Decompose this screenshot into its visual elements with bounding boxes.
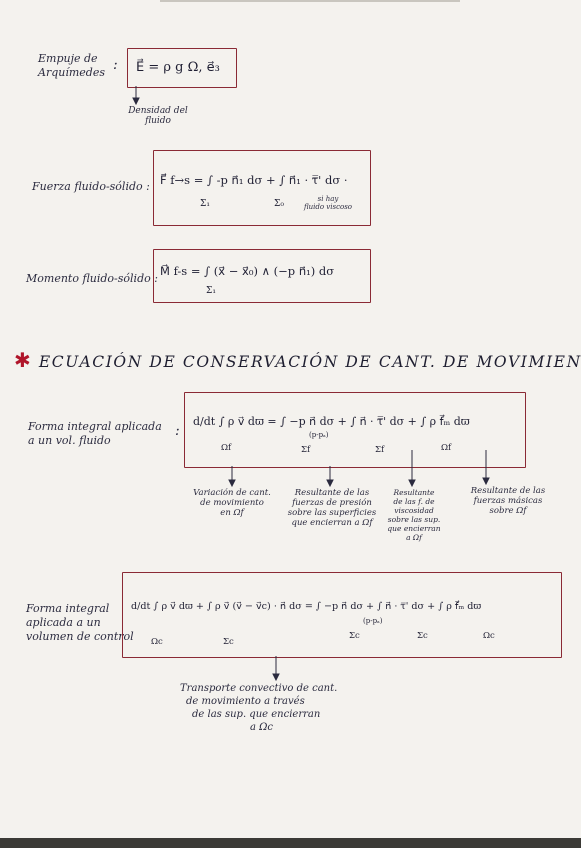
empuje-note-line1: Densidad del	[128, 106, 188, 116]
momento-equation-box: M⃗ f-s = ∫ (x⃗ − x⃗₀) ∧ (−p n⃗₁) dσ Σ₁	[153, 249, 371, 303]
empuje-note-line2: fluido	[145, 116, 171, 126]
forma-fluido-equation: d/dt ∫ ρ v⃗ dϖ = ∫ −p n⃗ dσ + ∫ n⃗ · τ̿'…	[193, 415, 470, 428]
fuerza-note-line2: fluido viscoso	[303, 203, 353, 211]
forma-control-sub-3: Σc	[349, 631, 360, 641]
forma-control-note: Transporte convectivo de cant. de movimi…	[180, 682, 380, 734]
forma-fluido-note-4-line2: fuerzas másicas	[473, 496, 543, 506]
fuerza-equation: F⃗ f→s = ∫ -p n⃗₁ dσ + ∫ n⃗₁ · τ̿' dσ ·	[160, 173, 348, 187]
forma-fluido-colon: :	[175, 423, 180, 439]
forma-fluido-note-3: Resultante de las f. de viscosidad sobre…	[378, 488, 450, 542]
empuje-arrow-head	[132, 97, 140, 106]
forma-fluido-sub-2: Σf	[301, 445, 311, 455]
forma-fluido-label-line1: Forma integral aplicada	[28, 420, 162, 433]
empuje-equation: E⃗ = ρ g Ω, e⃗₃	[136, 60, 220, 75]
momento-sub-1: Σ₁	[206, 286, 216, 296]
forma-control-note-line2: de movimiento a través	[186, 696, 305, 707]
forma-fluido-note-2-line4: que encierran a Ωf	[291, 518, 373, 528]
forma-fluido-arrow-3-head	[408, 479, 416, 488]
forma-fluido-note-2-line1: Resultante de las	[294, 488, 370, 498]
forma-fluido-sub-1: Ωf	[221, 443, 232, 453]
forma-control-label-line2: aplicada a un	[26, 616, 101, 629]
forma-control-label: Forma integral aplicada a un volumen de …	[26, 602, 134, 644]
forma-fluido-label: Forma integral aplicada a un vol. fluido	[28, 420, 162, 448]
forma-fluido-note-2-line3: sobre las superficies	[287, 508, 377, 518]
empuje-equation-box: E⃗ = ρ g Ω, e⃗₃	[127, 48, 237, 88]
momento-label: Momento fluido-sólido :	[26, 272, 158, 285]
forma-fluido-equation-box: d/dt ∫ ρ v⃗ dϖ = ∫ −p n⃗ dσ + ∫ n⃗ · τ̿'…	[184, 392, 526, 468]
forma-fluido-sub-4: Ωf	[441, 443, 452, 453]
forma-fluido-note-1: Variación de cant. de movimiento en Ωf	[186, 488, 278, 518]
forma-control-sub-3b: (p-pₐ)	[363, 617, 383, 625]
forma-fluido-note-3-line5: que encierran	[387, 524, 441, 533]
forma-fluido-note-3-line6: a Ωf	[406, 533, 422, 542]
heading-star-icon: ✱	[14, 348, 33, 372]
fuerza-sub-2: Σ₀	[274, 199, 284, 209]
fuerza-label: Fuerza fluido-sólido :	[32, 180, 150, 193]
empuje-label-line2: Arquímedes	[38, 66, 105, 79]
page-bottom-edge	[0, 838, 581, 848]
section-heading: ✱ ECUACIÓN DE CONSERVACIÓN DE CANT. DE M…	[14, 348, 581, 372]
forma-control-note-line3: de las sup. que encierran	[192, 709, 321, 720]
forma-fluido-note-1-line2: de movimiento	[200, 498, 264, 508]
forma-control-sub-2: Σc	[223, 637, 234, 647]
forma-control-arrow-head	[272, 673, 280, 682]
forma-fluido-note-3-line4: sobre las sup.	[387, 515, 441, 524]
forma-control-sub-5: Ωc	[483, 631, 495, 641]
forma-fluido-note-3-line3: viscosidad	[394, 506, 434, 515]
empuje-label: Empuje de Arquímedes	[38, 52, 105, 80]
momento-equation: M⃗ f-s = ∫ (x⃗ − x⃗₀) ∧ (−p n⃗₁) dσ	[160, 264, 335, 278]
forma-fluido-sub-2b: (p-pₐ)	[309, 431, 329, 439]
forma-fluido-note-3-line1: Resultante	[393, 488, 435, 497]
forma-fluido-arrow-4-head	[482, 477, 490, 486]
forma-fluido-note-2-line2: fuerzas de presión	[292, 498, 372, 508]
forma-fluido-note-1-line3: en Ωf	[220, 508, 244, 518]
forma-control-label-line3: volumen de control	[26, 630, 134, 643]
forma-control-sub-1: Ωc	[151, 637, 163, 647]
empuje-colon: :	[113, 57, 118, 73]
forma-fluido-label-line2: a un vol. fluido	[28, 434, 111, 447]
forma-fluido-sub-3: Σf	[375, 445, 385, 455]
forma-fluido-note-4-line3: sobre Ωf	[489, 506, 527, 516]
forma-control-label-line1: Forma integral	[26, 602, 110, 615]
forma-control-sub-4: Σc	[417, 631, 428, 641]
forma-fluido-note-1-line1: Variación de cant.	[193, 488, 271, 498]
forma-fluido-arrow-2-head	[326, 479, 334, 488]
fuerza-equation-box: F⃗ f→s = ∫ -p n⃗₁ dσ + ∫ n⃗₁ · τ̿' dσ · …	[153, 150, 371, 226]
forma-fluido-note-3-line2: de las f. de	[393, 497, 435, 506]
forma-fluido-note-4: Resultante de las fuerzas másicas sobre …	[456, 486, 560, 516]
forma-fluido-arrow-1-head	[228, 479, 236, 488]
heading-text: ECUACIÓN DE CONSERVACIÓN DE CANT. DE MOV…	[38, 353, 581, 371]
page-edge-mark	[160, 0, 460, 2]
forma-control-note-line1: Transporte convectivo de cant.	[180, 683, 338, 694]
forma-fluido-note-4-line1: Resultante de las	[470, 486, 546, 496]
empuje-label-line1: Empuje de	[38, 52, 98, 65]
fuerza-note: si hay fluido viscoso	[298, 195, 358, 211]
forma-control-equation: d/dt ∫ ρ v⃗ dϖ + ∫ ρ v⃗ (v⃗ − v⃗c) · n⃗ …	[131, 601, 482, 612]
forma-control-note-line4: a Ωc	[250, 722, 274, 733]
fuerza-sub-1: Σ₁	[200, 199, 210, 209]
empuje-note: Densidad del fluido	[118, 106, 198, 126]
forma-fluido-note-2: Resultante de las fuerzas de presión sob…	[284, 488, 380, 528]
fuerza-note-line1: si hay	[317, 195, 339, 203]
forma-control-equation-box: d/dt ∫ ρ v⃗ dϖ + ∫ ρ v⃗ (v⃗ − v⃗c) · n⃗ …	[122, 572, 562, 658]
